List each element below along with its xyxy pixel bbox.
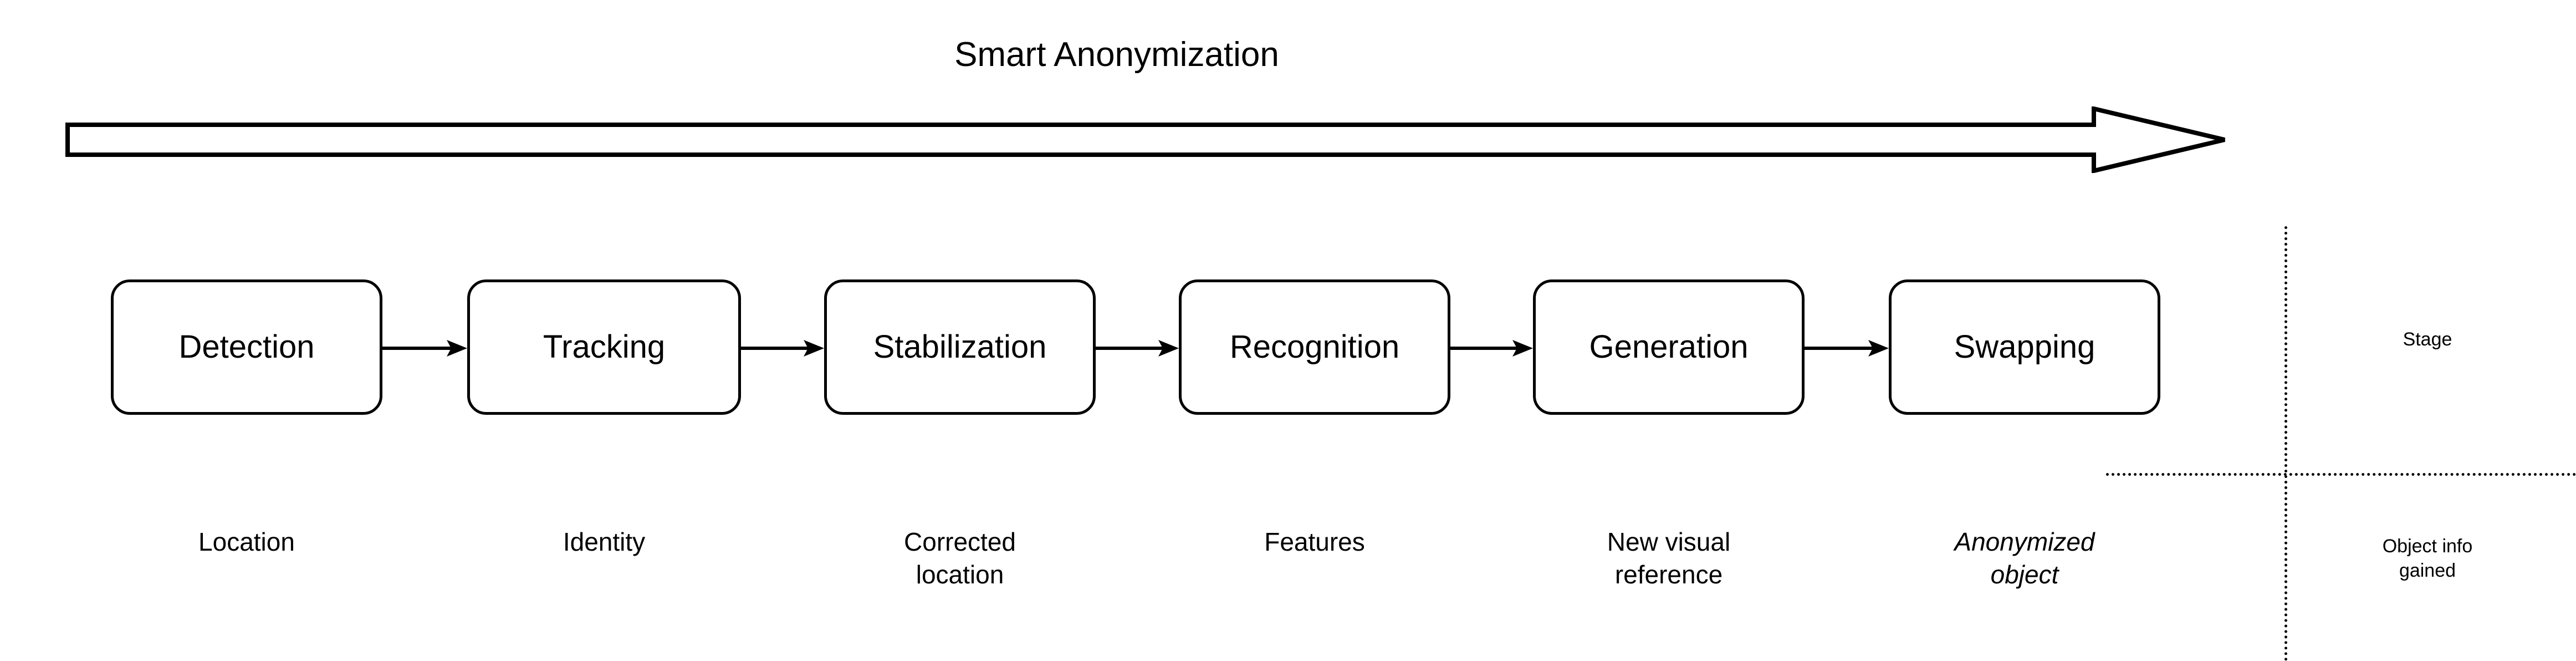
progression-arrow-icon [65,106,2227,173]
stage-box-stabilization[interactable]: Stabilization [824,279,1096,415]
page-title: Smart Anonymization [954,35,1279,74]
legend-horizontal-divider [2106,473,2576,476]
caption-line: Identity [563,527,646,556]
stage-box-label: Detection [178,329,315,365]
caption-line: Corrected [904,527,1016,556]
stage-box-label: Recognition [1229,329,1400,365]
stage-caption-recognition: Features [1179,526,1450,558]
stage-row: Detection Tracking Stabilization [0,279,2233,415]
caption-line: location [916,560,1004,589]
stage-box-detection[interactable]: Detection [111,279,382,415]
stage-box-label: Swapping [1954,329,2095,365]
connector-arrow-right-icon-5 [1805,337,1889,359]
stage-box-swapping[interactable]: Swapping [1889,279,2160,415]
stage-box-label: Stabilization [873,329,1047,365]
connector-arrow-right-icon-4 [1450,337,1533,359]
connector-arrow-right-icon-2 [741,337,824,359]
legend-vertical-divider [2284,226,2287,661]
caption-line: Location [198,527,295,556]
caption-row: Location Identity Corrected location Fea… [0,526,2233,614]
caption-line: Anonymized [1954,527,2095,556]
caption-line: reference [1614,560,1723,589]
stage-box-tracking[interactable]: Tracking [467,279,741,415]
stage-caption-generation: New visual reference [1533,526,1805,591]
stage-caption-swapping: Anonymized object [1889,526,2160,591]
stage-box-generation[interactable]: Generation [1533,279,1805,415]
legend-label-stage: Stage [2403,329,2452,350]
stage-caption-detection: Location [111,526,382,558]
legend-label-object-info: Object info gained [2306,534,2549,583]
legend-line: gained [2399,560,2456,582]
legend-line: Object info [2382,536,2473,557]
stage-caption-tracking: Identity [467,526,741,558]
connector-arrow-right-icon-3 [1096,337,1179,359]
caption-line: Features [1264,527,1365,556]
stage-box-recognition[interactable]: Recognition [1179,279,1450,415]
connector-arrow-right-icon-1 [382,337,467,359]
stage-box-label: Generation [1589,329,1749,365]
stage-box-label: Tracking [543,329,666,365]
stage-caption-stabilization: Corrected location [824,526,1096,591]
caption-line: New visual [1607,527,1731,556]
caption-line: object [1990,560,2059,589]
